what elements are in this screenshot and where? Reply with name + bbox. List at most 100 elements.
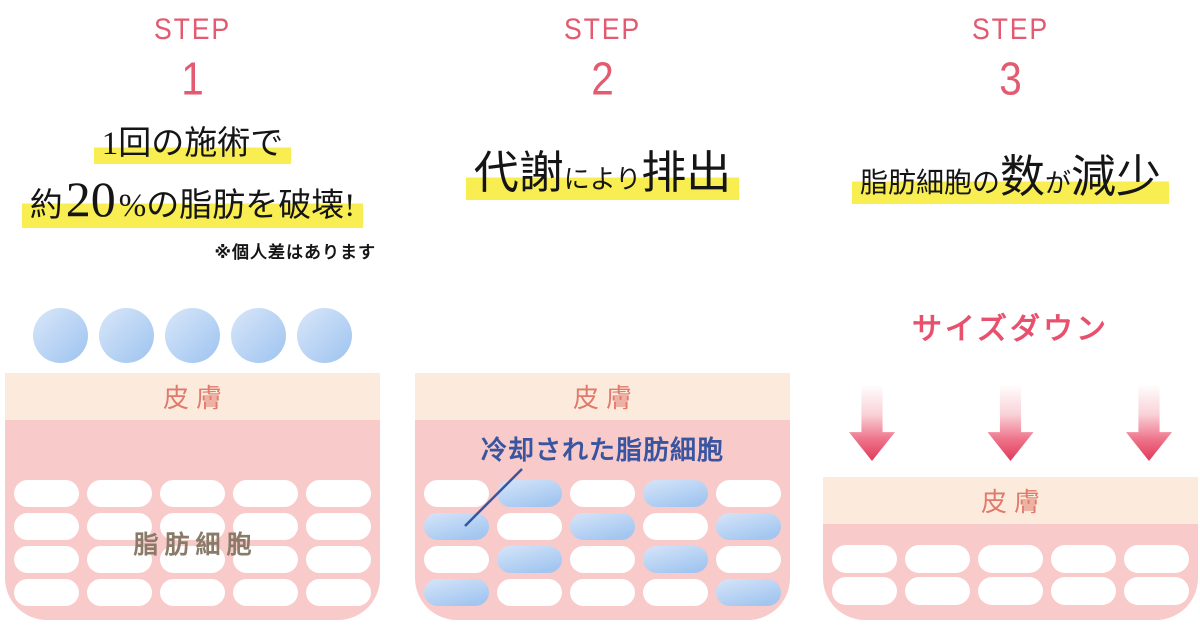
skin-layer-band: 皮膚 bbox=[5, 373, 380, 420]
fat-cells-label: 脂肪細胞 bbox=[133, 531, 258, 559]
skin-diagram-step-3: サイズダウン 皮膚 bbox=[823, 273, 1198, 620]
headline-segment: 20 bbox=[65, 170, 116, 227]
fat-cell-cooled bbox=[424, 579, 489, 606]
applicator-circle bbox=[297, 308, 352, 363]
down-arrow-icon bbox=[987, 385, 1034, 461]
fat-cell bbox=[233, 579, 298, 606]
skin-layer-band: 皮膚 bbox=[823, 477, 1198, 524]
yellow-highlight: 代謝により排出 bbox=[465, 148, 740, 200]
fat-cell bbox=[233, 546, 298, 573]
headline-segment: 数 bbox=[999, 152, 1045, 202]
down-arrow-icon bbox=[1126, 385, 1172, 461]
step-2-section: STEP 2 代謝により排出 皮膚 冷却された脂肪細胞 bbox=[415, 0, 790, 628]
fat-cell bbox=[570, 480, 635, 507]
fat-cell bbox=[1124, 577, 1189, 605]
fat-cell bbox=[306, 480, 371, 507]
headline-segment: 約 bbox=[29, 187, 63, 224]
fat-cell-cooled bbox=[424, 513, 489, 540]
fat-cell-cooled bbox=[716, 513, 781, 540]
headline-segment: が bbox=[1045, 169, 1072, 198]
skin-diagram-step-1: 皮膚 脂肪細胞 bbox=[5, 273, 380, 620]
step-1-number: 1 bbox=[181, 52, 204, 105]
step-1-label: STEP bbox=[153, 13, 232, 47]
fat-cell bbox=[570, 579, 635, 606]
fat-cell-cooled bbox=[497, 546, 562, 573]
fat-cell bbox=[306, 579, 371, 606]
headline-segment: 減少 bbox=[1071, 152, 1162, 202]
applicator-circle bbox=[231, 308, 286, 363]
skin-layer-label: 皮膚 bbox=[980, 487, 1047, 517]
fat-cell-row bbox=[832, 577, 1189, 605]
fat-cell-row bbox=[14, 480, 371, 507]
headline-line: 代謝により排出 bbox=[415, 148, 790, 200]
headline-segment: 排出 bbox=[641, 148, 732, 198]
fat-cell bbox=[570, 546, 635, 573]
fat-cell bbox=[14, 546, 79, 573]
fat-cell bbox=[716, 480, 781, 507]
fat-cell-row bbox=[424, 513, 781, 540]
fat-cell-grid bbox=[832, 545, 1189, 605]
fat-cell bbox=[14, 513, 79, 540]
fat-cell bbox=[643, 579, 708, 606]
fat-cell bbox=[424, 546, 489, 573]
fat-cell-cooled bbox=[716, 579, 781, 606]
fat-cell bbox=[233, 513, 298, 540]
fat-cell bbox=[978, 545, 1043, 573]
fat-cell bbox=[424, 480, 489, 507]
fat-cell bbox=[978, 577, 1043, 605]
fat-cell bbox=[160, 480, 225, 507]
fat-cell bbox=[160, 579, 225, 606]
fat-cell bbox=[87, 546, 152, 573]
fat-cell bbox=[160, 546, 225, 573]
skin-diagram-step-2: 皮膚 冷却された脂肪細胞 bbox=[415, 273, 790, 620]
fat-cell-row bbox=[424, 546, 781, 573]
fat-cell-row bbox=[424, 579, 781, 606]
headline-segment: 脂肪細胞の bbox=[859, 168, 1000, 199]
fat-cell bbox=[497, 579, 562, 606]
step-3-headline: 脂肪細胞の数が減少 bbox=[823, 152, 1198, 204]
step-2-headline: 代謝により排出 bbox=[415, 148, 790, 200]
fat-cell bbox=[1051, 545, 1116, 573]
fat-cell bbox=[832, 577, 897, 605]
fat-cell bbox=[1124, 545, 1189, 573]
yellow-highlight: 脂肪細胞の数が減少 bbox=[851, 152, 1170, 204]
fat-cell bbox=[306, 546, 371, 573]
fat-cell bbox=[87, 579, 152, 606]
applicator-circle bbox=[99, 308, 154, 363]
individual-differences-note: ※個人差はあります bbox=[214, 243, 376, 262]
fat-cell bbox=[14, 579, 79, 606]
skin-layer-label: 皮膚 bbox=[572, 383, 639, 413]
step-2-number: 2 bbox=[591, 52, 614, 105]
fat-cell bbox=[832, 545, 897, 573]
step-3-number: 3 bbox=[999, 52, 1022, 105]
fat-cell-row bbox=[14, 513, 371, 540]
fat-cell bbox=[905, 545, 970, 573]
cooled-fat-cells-label: 冷却された脂肪細胞 bbox=[480, 435, 724, 465]
size-down-label: サイズダウン bbox=[911, 313, 1110, 346]
headline-line: 約20%の脂肪を破壊! bbox=[5, 170, 380, 229]
fat-cell bbox=[87, 480, 152, 507]
fat-cell-grid bbox=[14, 480, 371, 606]
down-arrows-row bbox=[849, 385, 1172, 461]
fat-cell bbox=[905, 577, 970, 605]
fat-cell bbox=[160, 513, 225, 540]
skin-layer-label: 皮膚 bbox=[162, 383, 229, 413]
step-2-label: STEP bbox=[563, 13, 642, 47]
fat-cell-row bbox=[424, 480, 781, 507]
fat-cell bbox=[87, 513, 152, 540]
fat-cell-row bbox=[832, 545, 1189, 573]
fat-cell-cooled bbox=[643, 480, 708, 507]
fat-cell-cooled bbox=[497, 480, 562, 507]
fat-cell-cooled bbox=[570, 513, 635, 540]
fat-cell bbox=[233, 480, 298, 507]
down-arrow-icon bbox=[849, 385, 895, 461]
fat-cell bbox=[716, 546, 781, 573]
applicator-circle bbox=[33, 308, 88, 363]
fat-cell-grid bbox=[424, 480, 781, 606]
fat-cell bbox=[497, 513, 562, 540]
step-1-section: STEP 1 1回の施術で約20%の脂肪を破壊! ※個人差はあります 皮膚 脂肪… bbox=[5, 0, 380, 628]
yellow-highlight: 1回の施術で bbox=[93, 126, 292, 164]
headline-segment: %の脂肪を破壊! bbox=[118, 187, 356, 224]
fat-cell-row bbox=[14, 579, 371, 606]
